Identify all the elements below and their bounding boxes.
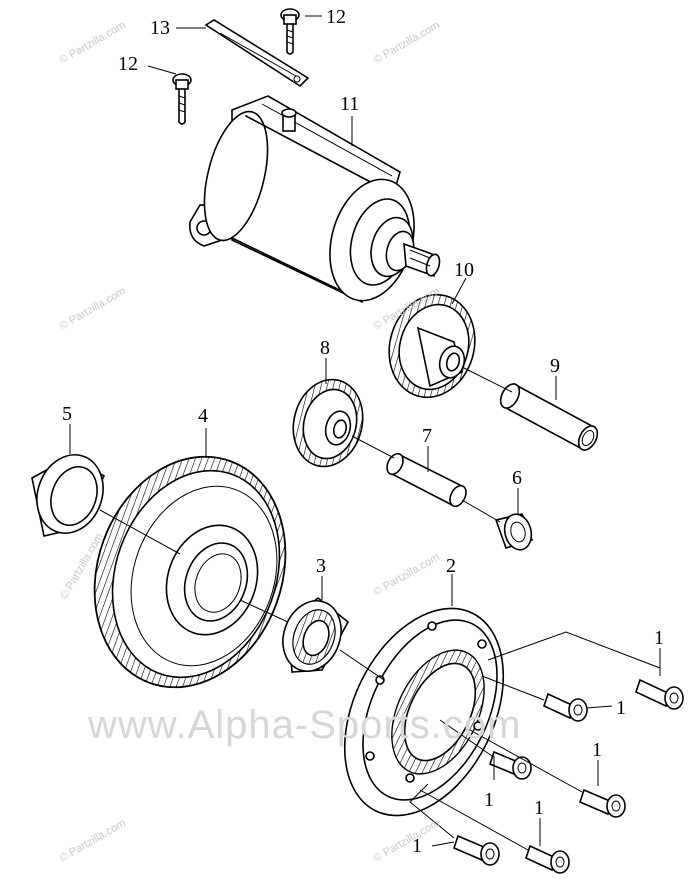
callout-10: 10 (454, 259, 474, 281)
callout-3: 3 (316, 555, 326, 577)
callout-4: 4 (198, 405, 208, 427)
part-6-bushing (494, 513, 534, 551)
part-10-gear-hub (388, 293, 476, 399)
watermark-small: © Partzilla.com (372, 817, 442, 864)
part-9-shaft (499, 382, 599, 452)
watermark-small: © Partzilla.com (58, 817, 128, 864)
callout-5: 5 (62, 403, 72, 425)
bolt-1c (489, 750, 532, 780)
part-12-bolt-top (280, 8, 300, 55)
callout-1b: 1 (616, 697, 626, 719)
part-13-strap (204, 19, 310, 88)
callout-1a: 1 (654, 627, 664, 649)
part-12-bolt-left (172, 73, 192, 125)
part-1-bolts (453, 678, 684, 874)
callout-9: 9 (550, 355, 560, 377)
callout-12-top: 12 (326, 6, 346, 28)
callout-6: 6 (512, 467, 522, 489)
callout-13: 13 (150, 17, 170, 39)
part-11-starter-motor (188, 95, 441, 304)
bolt-1d (579, 788, 626, 818)
part-4-large-gear (93, 455, 287, 689)
callout-1f: 1 (412, 835, 422, 857)
callout-2: 2 (446, 555, 456, 577)
bolt-1e (453, 834, 500, 866)
callout-12-left: 12 (118, 53, 138, 75)
part-3-needle-bearing (282, 596, 350, 673)
bolt-1a (635, 678, 684, 710)
callout-1c: 1 (592, 739, 602, 761)
callout-11: 11 (340, 93, 359, 115)
watermark-small: © Partzilla.com (372, 19, 442, 66)
bolt-1f (525, 844, 570, 874)
callouts: 13 12 12 11 10 8 9 5 4 7 6 3 2 1 1 1 1 1… (62, 6, 664, 857)
callout-1e: 1 (534, 797, 544, 819)
part-5-bearing-ring (31, 454, 106, 537)
leader-lines (69, 15, 661, 851)
watermark-small: © Partzilla.com (58, 285, 128, 332)
bolt-1b (543, 692, 588, 722)
part-8-small-gear (292, 378, 364, 468)
callout-8: 8 (320, 337, 330, 359)
watermark-large: www.Alpha-Sports.com (87, 703, 521, 747)
callout-7: 7 (422, 425, 432, 447)
part-2-clutch-housing (343, 607, 505, 817)
part-7-pin (386, 452, 467, 508)
callout-1d: 1 (484, 789, 494, 811)
watermark-small: © Partzilla.com (372, 551, 442, 598)
